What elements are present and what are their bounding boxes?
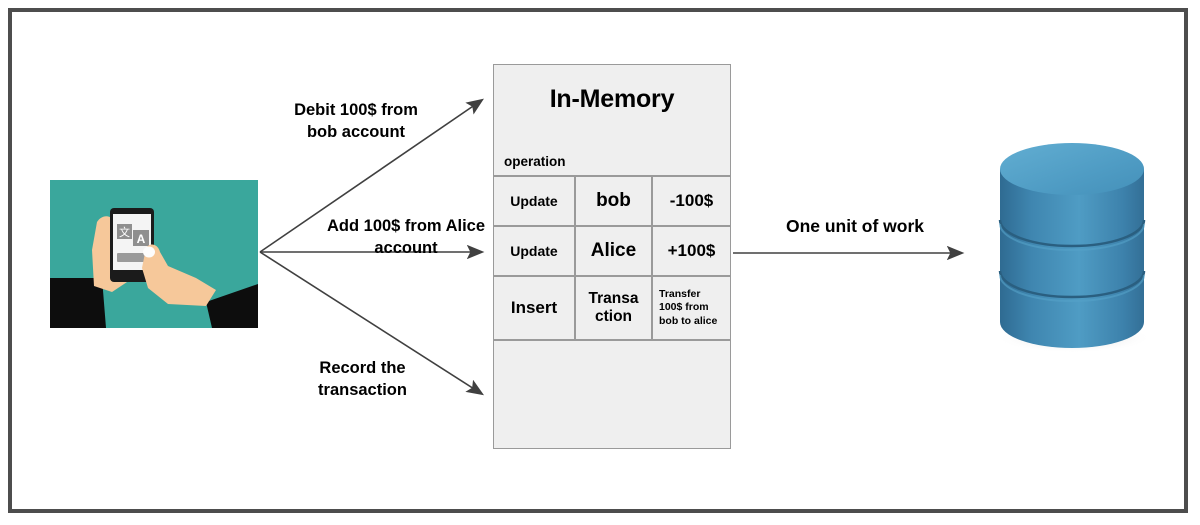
arrow-label-record: Record the transaction — [318, 359, 407, 400]
in-memory-header-block: In-Memory operation — [493, 64, 731, 176]
in-memory-empty-block — [493, 340, 731, 449]
row-entity: Transa ction — [575, 276, 652, 340]
cylinder-top — [1000, 143, 1144, 195]
row-entity: bob — [575, 176, 652, 226]
cylinder-body — [1000, 169, 1144, 348]
arrow-label-add: Add 100$ from Alice account — [326, 217, 486, 258]
phone-translate-illustration: 文 A — [50, 180, 258, 328]
table-row: Update Alice +100$ — [493, 226, 731, 276]
arrow-label-unit-of-work: One unit of work — [785, 216, 925, 236]
database-cylinder-svg — [996, 143, 1152, 353]
cylinder-divider-2 — [998, 270, 1146, 299]
cylinder-highlight-1 — [999, 223, 1145, 251]
arrow-label-debit: Debit 100$ from bob account — [294, 101, 418, 142]
translate-source-tile — [117, 224, 132, 239]
left-sleeve — [50, 278, 106, 328]
translate-button — [117, 253, 147, 262]
cylinder-divider-1 — [998, 219, 1146, 248]
in-memory-title: In-Memory — [549, 85, 675, 113]
row-detail: -100$ — [652, 176, 731, 226]
row-detail: +100$ — [652, 226, 731, 276]
cylinder-highlight-2 — [999, 274, 1145, 302]
row-operation: Update — [493, 176, 575, 226]
svg-text:A: A — [137, 232, 146, 246]
right-hand — [142, 244, 216, 306]
row-operation: Update — [493, 226, 575, 276]
table-row: Insert Transa ction Transfer 100$ from b… — [493, 276, 731, 340]
diagram-frame: 文 A In-Memory operation Update bob -100$ — [8, 8, 1188, 513]
database-cylinder — [982, 132, 1162, 362]
translate-target-tile — [133, 230, 149, 246]
row-entity: Alice — [575, 226, 652, 276]
phone-illustration-svg: 文 A — [50, 180, 258, 328]
svg-text:文: 文 — [119, 225, 130, 239]
row-operation: Insert — [493, 276, 575, 340]
row-detail: Transfer 100$ from bob to alice — [652, 276, 731, 340]
right-sleeve — [206, 284, 258, 328]
in-memory-subhead: operation — [504, 154, 566, 169]
table-row: Update bob -100$ — [493, 176, 731, 226]
in-memory-table: In-Memory operation Update bob -100$ Upd… — [493, 64, 731, 449]
fingertip — [143, 246, 155, 258]
